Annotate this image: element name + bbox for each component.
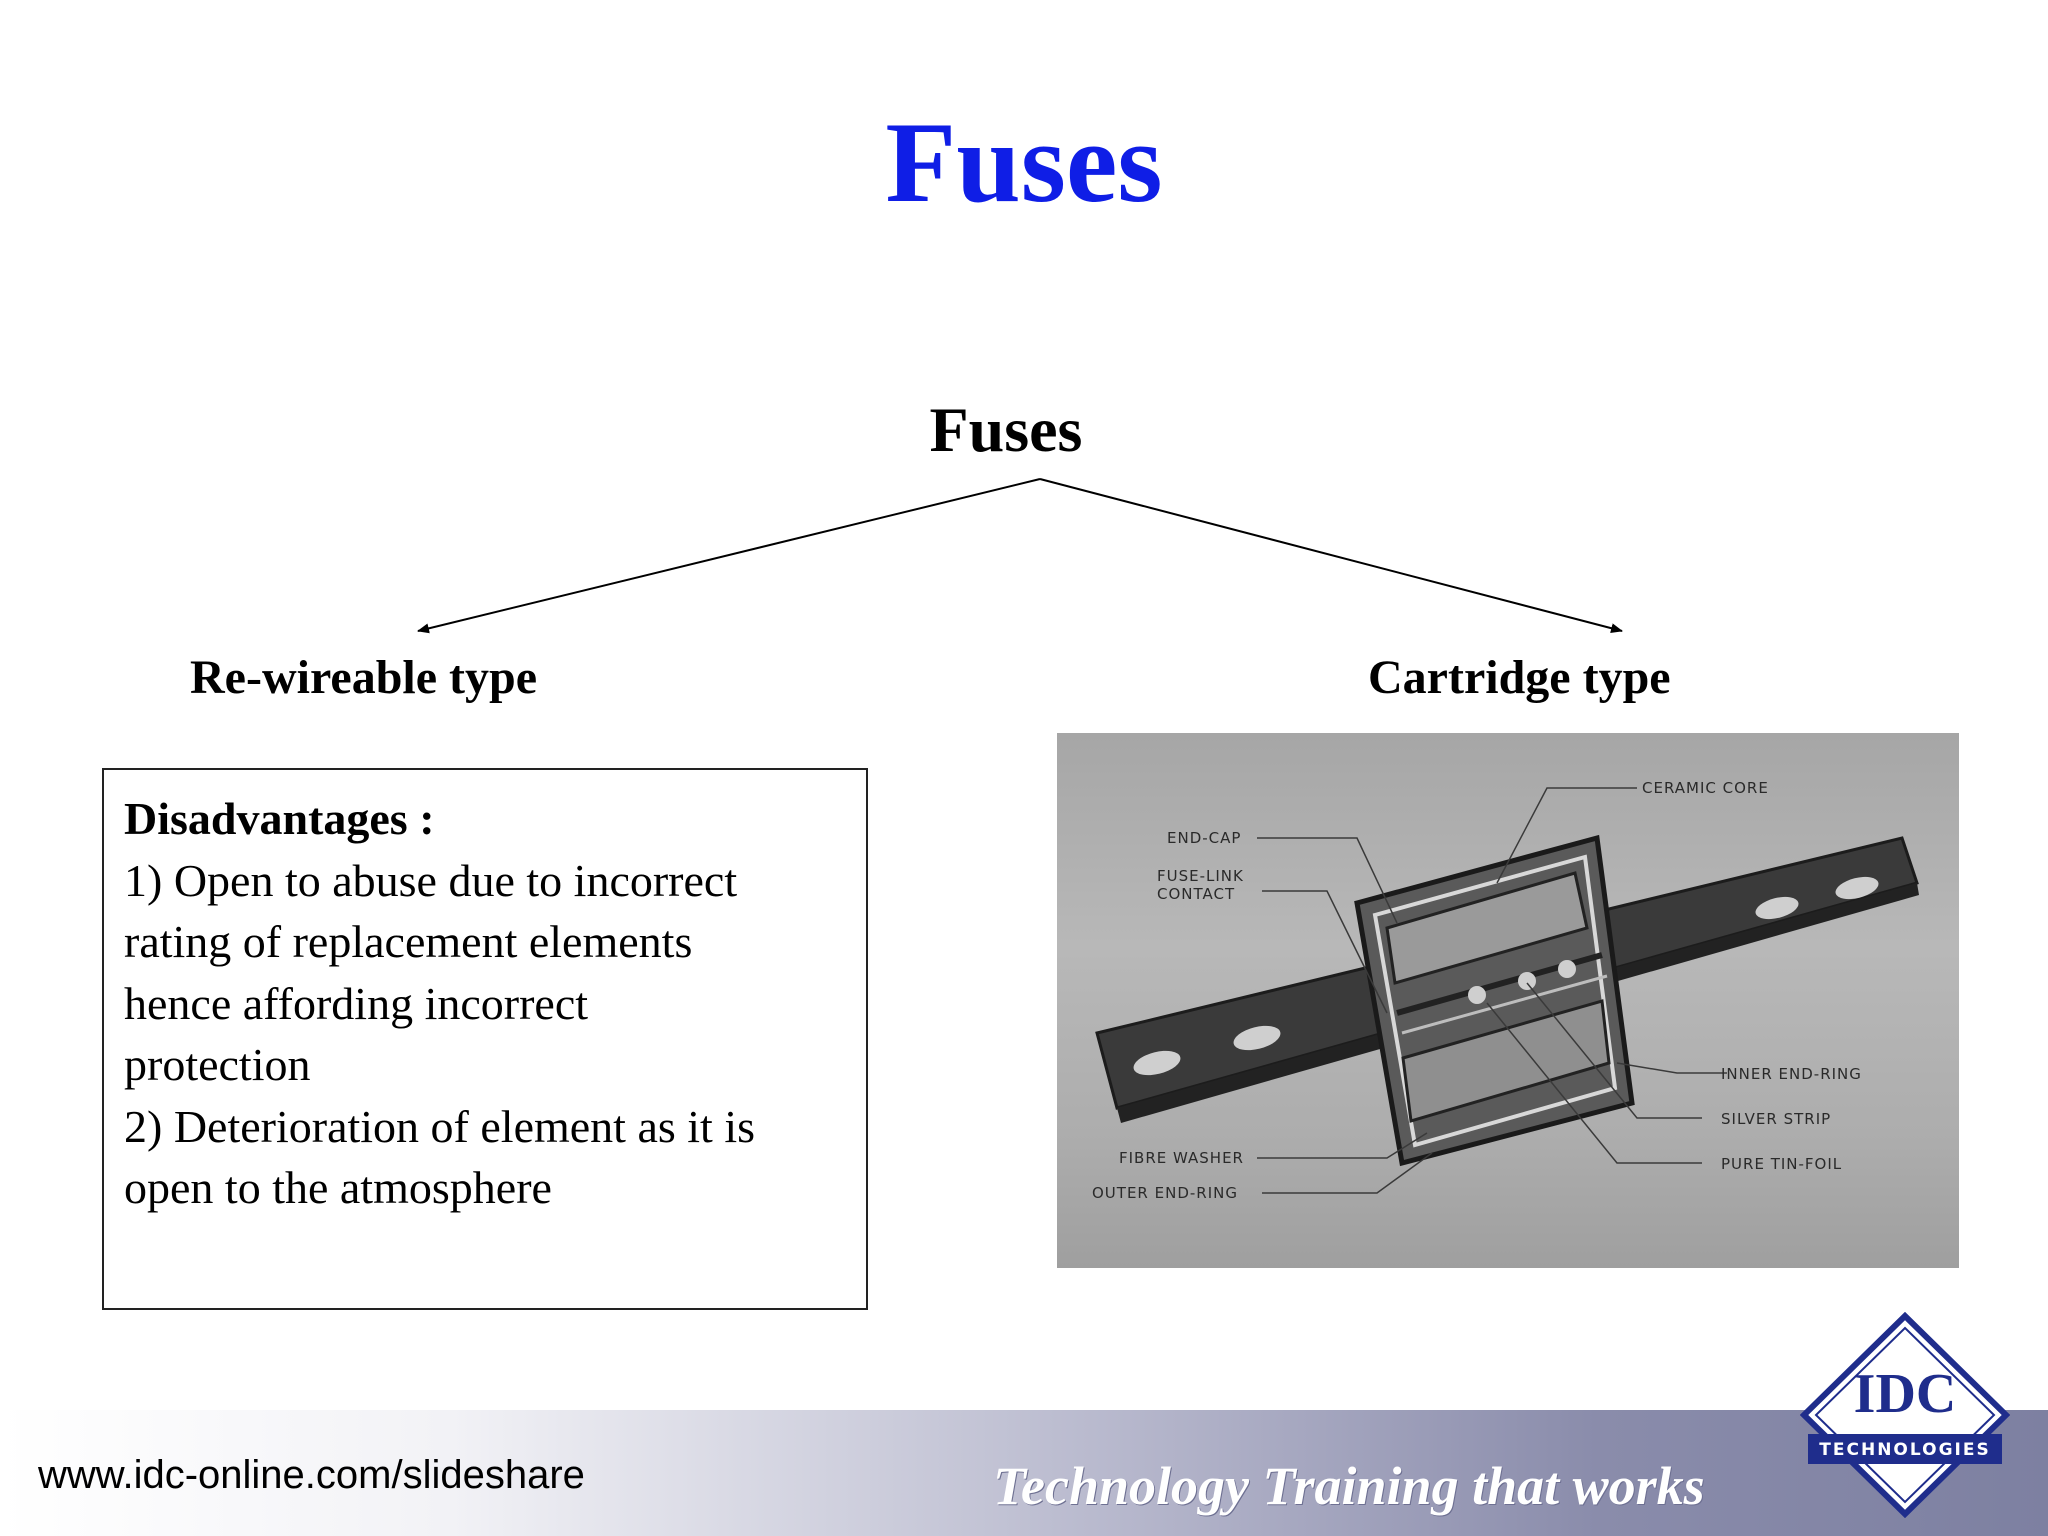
disadvantage-line: protection xyxy=(124,1039,311,1090)
footer-band xyxy=(0,1410,2048,1536)
disadvantage-line: 2) Deterioration of element as it is xyxy=(124,1100,756,1152)
callout-label: INNER END-RING xyxy=(1721,1065,1862,1083)
callout-label: CERAMIC CORE xyxy=(1642,779,1769,797)
slide-title: Fuses xyxy=(885,99,1163,227)
callout-label: SILVER STRIP xyxy=(1721,1110,1831,1128)
mounting-slot xyxy=(1233,1025,1281,1051)
callout-label: END-CAP xyxy=(1167,829,1241,847)
tree-root-label: Fuses xyxy=(929,394,1083,465)
callout-label: CONTACT xyxy=(1157,885,1235,903)
logo-name: IDC xyxy=(1854,1363,1957,1425)
left-branch-label: Re-wireable type xyxy=(190,651,538,704)
cartridge-fuse-illustration: CERAMIC CORE END-CAP FUSE-LINK CONTACT I… xyxy=(1057,733,1959,1268)
footer-url: www.idc-online.com/slideshare xyxy=(38,1453,585,1497)
disadvantages-box: Disadvantages : 1) Open to abuse due to … xyxy=(102,768,868,1310)
right-branch-label: Cartridge type xyxy=(1368,651,1671,704)
mounting-slot xyxy=(1835,876,1879,900)
callout-label: FIBRE WASHER xyxy=(1119,1149,1244,1167)
disadvantage-line: 1) Open to abuse due to incorrect xyxy=(124,854,738,906)
footer-tagline: Technology Training that works xyxy=(993,1456,1705,1516)
idc-logo: IDC TECHNOLOGIES xyxy=(1800,1312,2010,1518)
right-branch-arrow xyxy=(1039,478,1623,634)
left-branch-arrow xyxy=(417,478,1041,634)
disadvantage-line: hence affording incorrect xyxy=(124,977,589,1029)
disadvantage-line: rating of replacement elements xyxy=(124,916,693,967)
mounting-slot xyxy=(1755,896,1799,920)
mounting-slot xyxy=(1133,1050,1181,1076)
tree-connectors xyxy=(417,478,1623,634)
logo-subtitle: TECHNOLOGIES xyxy=(1819,1440,1990,1460)
disadvantages-heading: Disadvantages : xyxy=(124,793,435,844)
callout-label: FUSE-LINK xyxy=(1157,867,1244,885)
callout-label: PURE TIN-FOIL xyxy=(1721,1155,1842,1173)
disadvantage-line: open to the atmosphere xyxy=(124,1162,552,1213)
callout-label: OUTER END-RING xyxy=(1092,1184,1238,1202)
